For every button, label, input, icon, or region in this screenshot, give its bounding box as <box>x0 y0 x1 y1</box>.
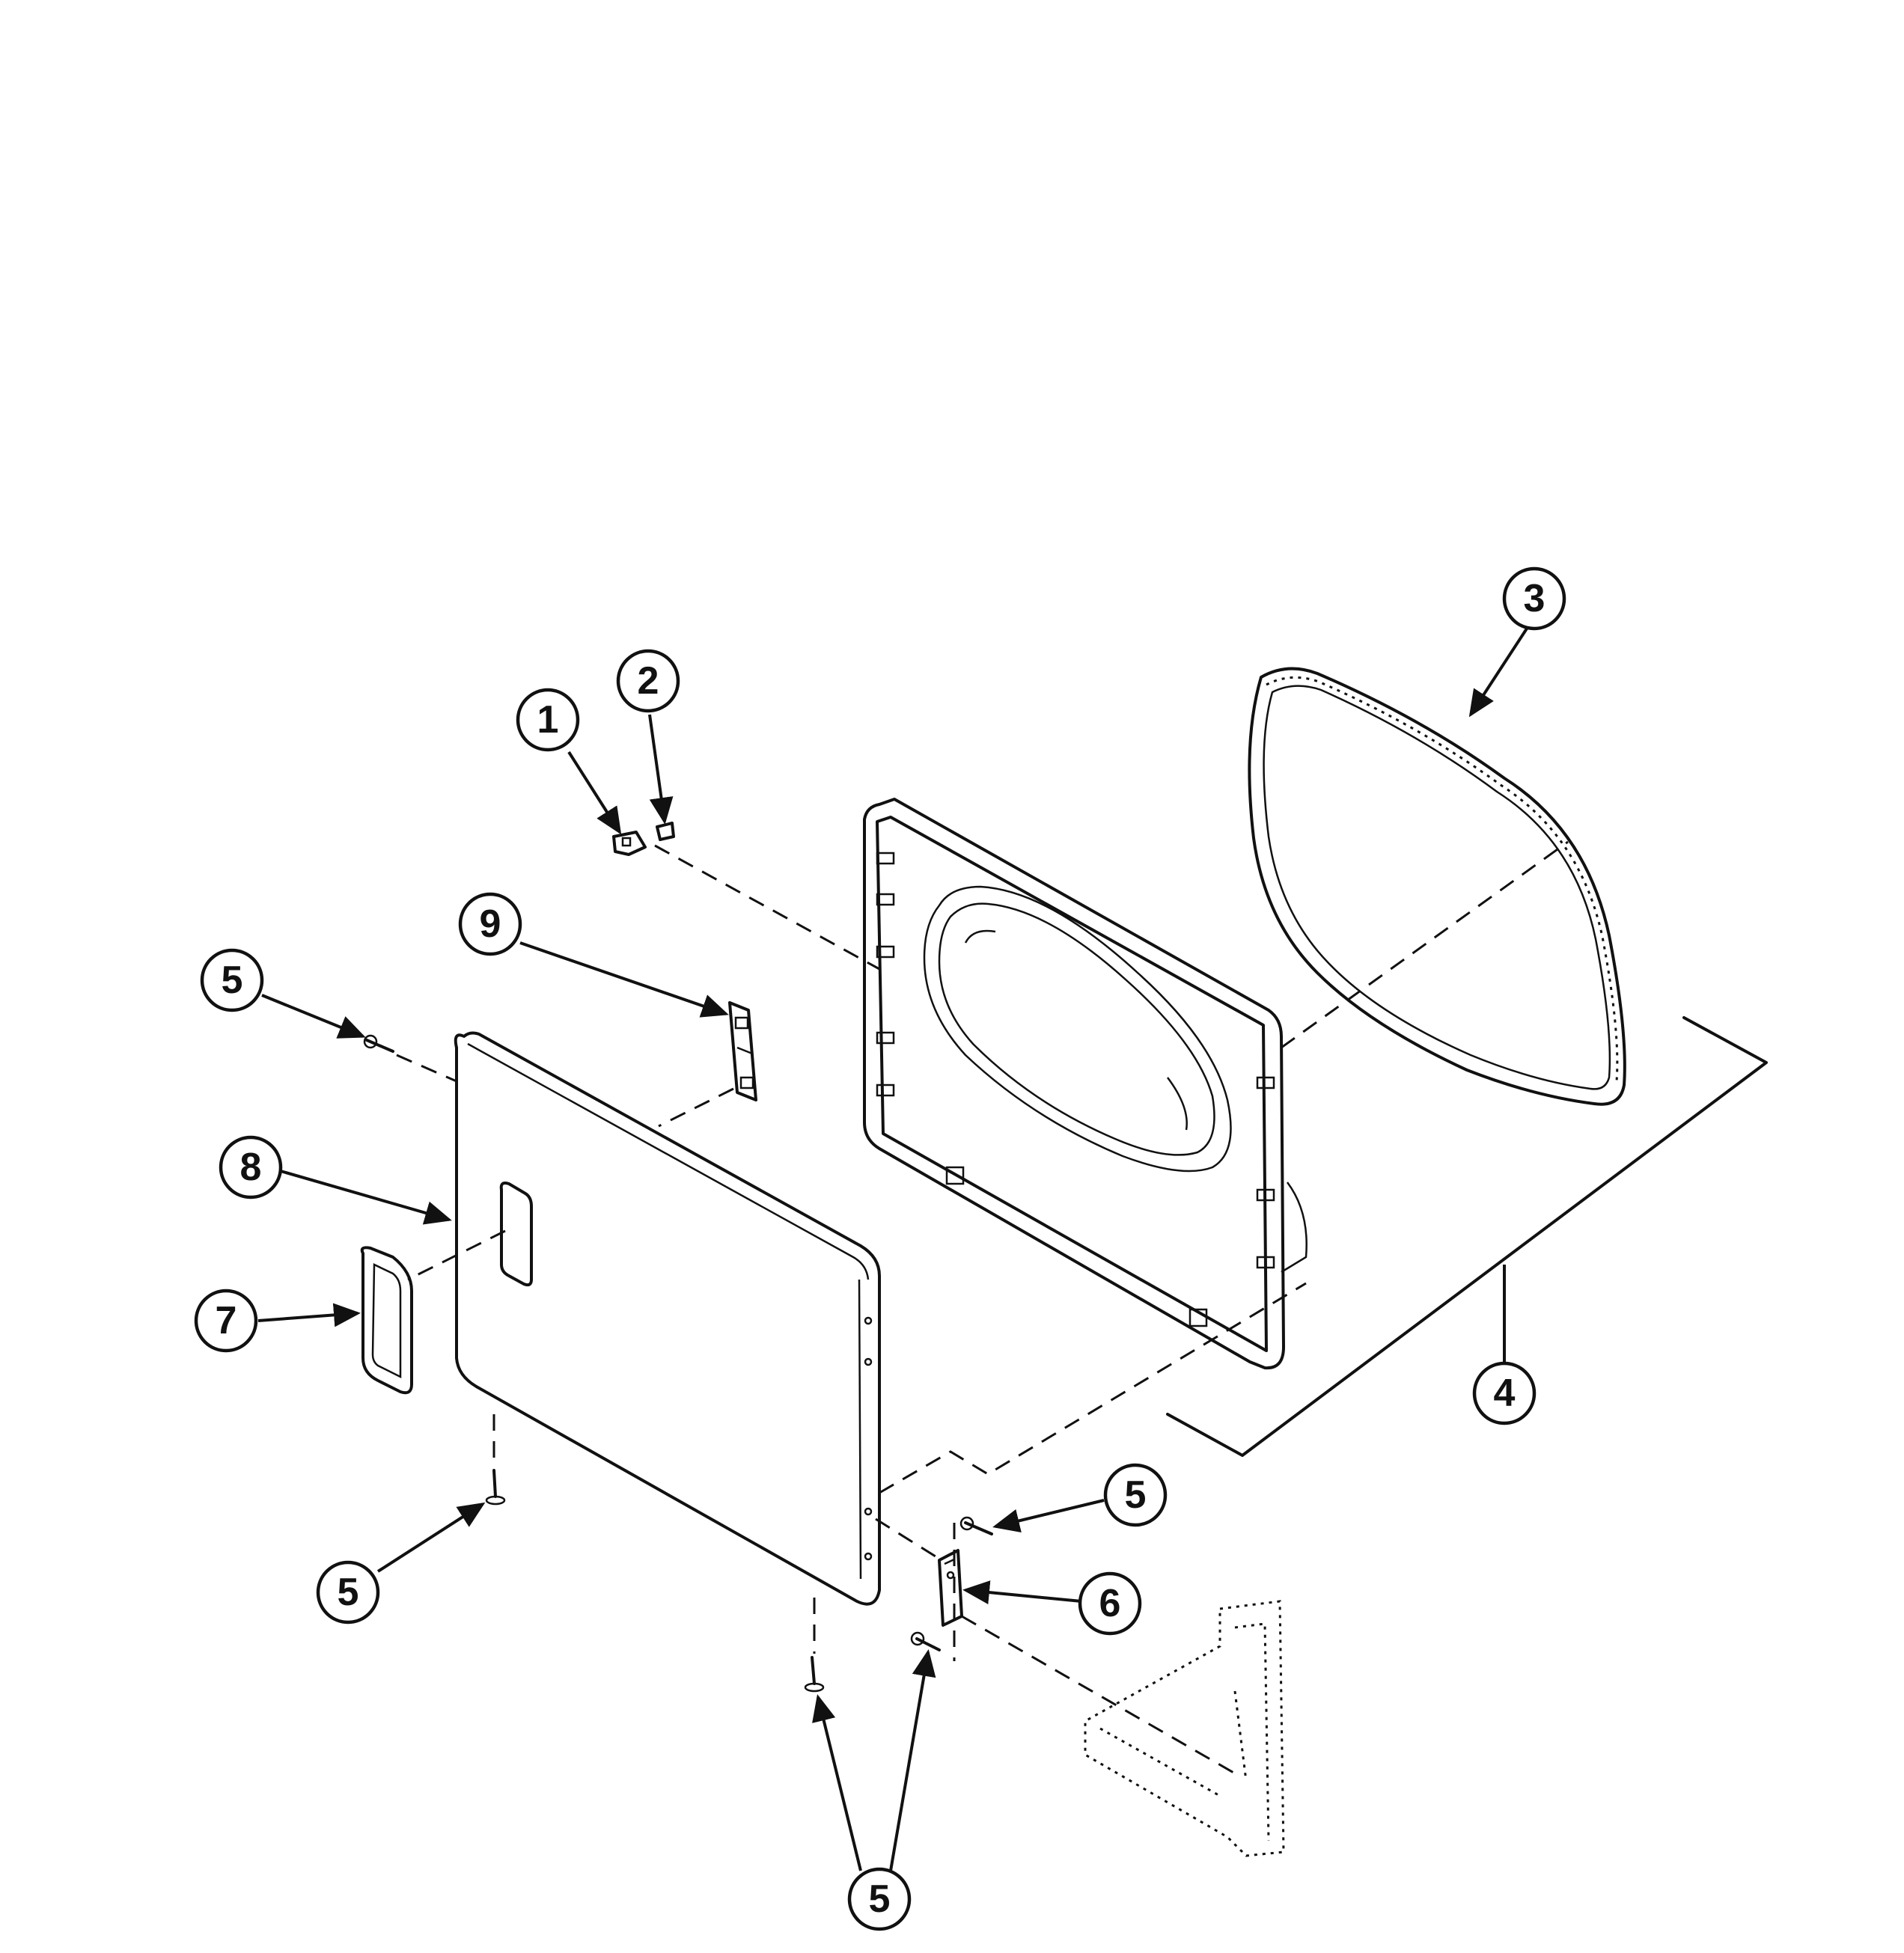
callout-2: 2 <box>616 649 680 713</box>
callout-5-right-label: 5 <box>1125 1473 1147 1517</box>
outer-door-panel <box>454 1031 881 1606</box>
callout-7: 7 <box>194 1289 258 1353</box>
door-handle <box>360 1246 413 1395</box>
callout-7-label: 7 <box>216 1299 237 1342</box>
callout-1: 1 <box>516 688 580 752</box>
base-outline <box>1166 1016 1768 1457</box>
screw-hinge-lower <box>910 1631 941 1651</box>
callout-8-label: 8 <box>240 1146 262 1189</box>
screw-bottom-left <box>485 1469 506 1506</box>
callout-2-label: 2 <box>638 659 659 703</box>
callout-4: 4 <box>1472 1361 1537 1425</box>
door-gasket <box>1248 667 1626 1106</box>
callout-5-bottom: 5 <box>847 1867 912 1931</box>
callout-5-top-left-label: 5 <box>222 959 243 1002</box>
screw-top-left <box>363 1034 394 1053</box>
leader-lines <box>257 627 1528 1871</box>
door-hinge <box>938 1549 963 1627</box>
screw-bottom <box>804 1656 825 1693</box>
callout-9: 9 <box>458 892 522 956</box>
callout-3: 3 <box>1502 566 1566 631</box>
catch-clip <box>656 822 675 841</box>
callout-1-label: 1 <box>537 698 559 742</box>
callout-9-label: 9 <box>480 902 501 946</box>
callout-5-top-left: 5 <box>200 948 264 1012</box>
door-frame-panel <box>863 798 1308 1370</box>
callout-5-bottom-label: 5 <box>869 1877 891 1921</box>
strike-bracket <box>728 1001 757 1101</box>
callout-6-label: 6 <box>1099 1582 1121 1625</box>
door-catch <box>612 831 647 856</box>
callout-5-right: 5 <box>1103 1463 1168 1527</box>
callout-8: 8 <box>219 1135 283 1199</box>
callout-3-label: 3 <box>1524 577 1546 620</box>
callout-4-label: 4 <box>1494 1372 1516 1415</box>
callout-6: 6 <box>1078 1571 1142 1636</box>
callout-5-bottom-left: 5 <box>316 1560 380 1625</box>
callout-5-bottom-left-label: 5 <box>338 1571 359 1614</box>
screw-right <box>959 1516 993 1535</box>
cabinet-corner-reference <box>1084 1600 1285 1857</box>
assembly-lines <box>396 840 1569 1775</box>
